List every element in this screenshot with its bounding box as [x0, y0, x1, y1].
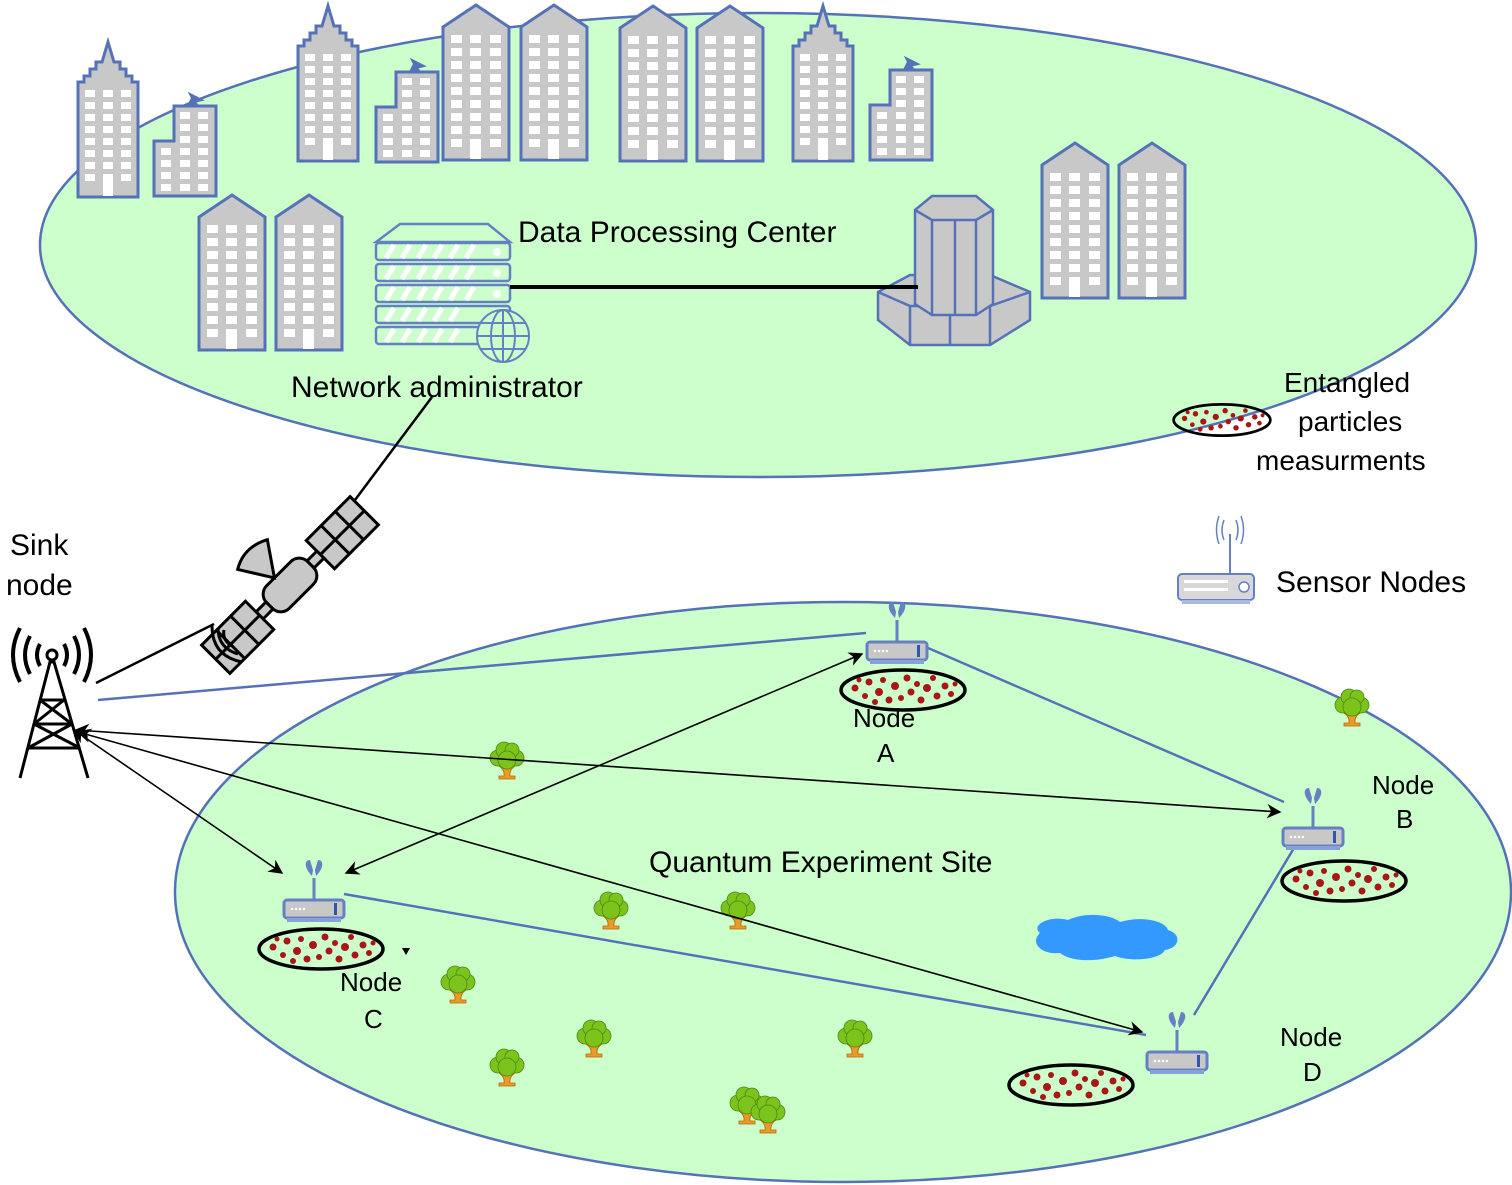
link-a-c [344, 652, 864, 875]
datacenter-icon [876, 194, 1032, 347]
link-b-d [1192, 847, 1296, 1016]
building-icon [152, 92, 218, 198]
quantum-experiment-site-label: Quantum Experiment Site [649, 846, 993, 879]
legend-sensor-nodes-label: Sensor Nodes [1276, 566, 1466, 599]
node-a-label-line2: A [877, 738, 895, 768]
node-c-label-line2: C [364, 1004, 383, 1034]
network-administrator-label: Network administrator [291, 371, 583, 404]
legend-sensor-node-icon [1177, 515, 1255, 604]
building-icon [1117, 141, 1187, 300]
small-arrow-icon [402, 948, 410, 955]
building-icon [519, 3, 589, 162]
quantum-experiment-site-region [173, 600, 1512, 1184]
node-b[interactable]: Node B [1280, 770, 1434, 903]
link-sink-satellite [95, 622, 215, 685]
building-icon [76, 40, 140, 199]
building-icon [441, 3, 511, 162]
data-processing-center-label: Data Processing Center [518, 216, 837, 249]
building-icon [296, 4, 360, 163]
building-icon [274, 193, 344, 352]
node-a[interactable]: Node A [839, 600, 967, 768]
sink-tower-icon [11, 627, 93, 779]
building-icon [1040, 141, 1110, 300]
link-sink-d [76, 728, 1144, 1036]
legend: Entangled particles measurments Sensor N… [1172, 367, 1466, 604]
sink-node-label-line2: node [6, 569, 73, 602]
signal-waves-icon [210, 625, 243, 664]
server-icon [372, 222, 514, 346]
link-satellite-admin [344, 396, 434, 513]
legend-entangled-line3: measurments [1256, 445, 1426, 476]
building-icon [618, 4, 688, 163]
node-b-label-line2: B [1396, 804, 1413, 834]
building-icon [197, 193, 267, 352]
node-d[interactable]: Node D [1007, 1010, 1342, 1107]
globe-icon [476, 309, 530, 363]
black-links [72, 396, 1282, 1036]
legend-entangled-line2: particles [1298, 406, 1402, 437]
building-icon [695, 4, 765, 163]
sink-node-label-line1: Sink [10, 529, 69, 562]
satellite-icon [199, 494, 381, 676]
node-d-label-line1: Node [1280, 1022, 1342, 1052]
node-c-label-line1: Node [340, 967, 402, 997]
node-b-label-line1: Node [1372, 770, 1434, 800]
node-d-label-line2: D [1303, 1057, 1322, 1087]
node-c[interactable]: Node C [257, 858, 410, 1034]
node-a-label-line1: Node [853, 703, 915, 733]
legend-entangled-line1: Entangled [1284, 367, 1410, 398]
